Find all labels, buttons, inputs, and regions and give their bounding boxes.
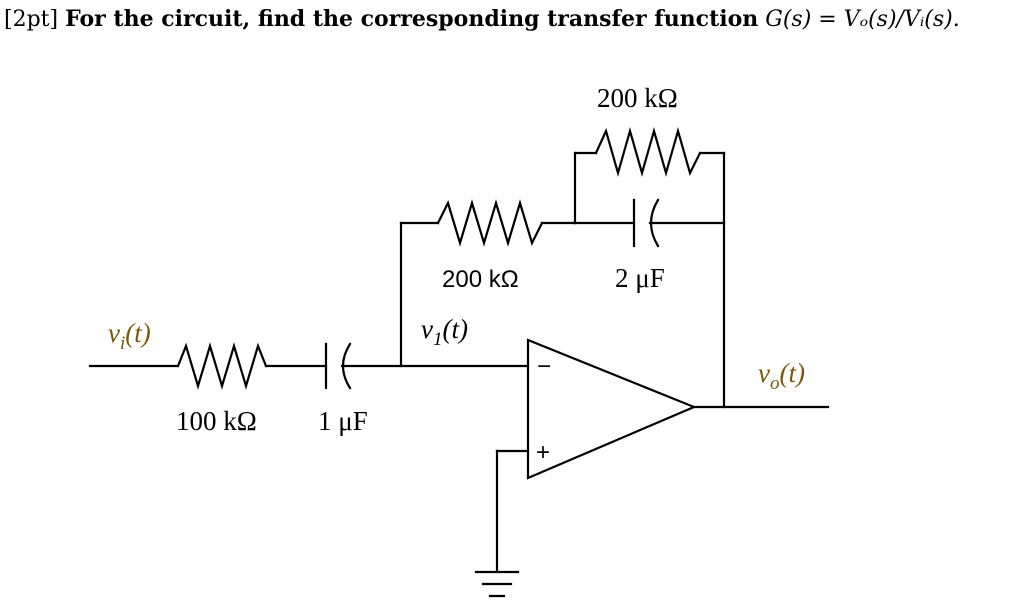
parallel-capacitor-label: 2 μF (615, 263, 665, 293)
input-resistor (176, 342, 268, 390)
node-signal-label: v1(t) (421, 314, 468, 350)
output-signal-label: vo(t) (758, 358, 805, 394)
parallel-resistor (594, 126, 702, 178)
opamp-triangle (526, 338, 697, 480)
question-statement: For the circuit, find the corresponding … (65, 6, 759, 32)
feedback-resistor (436, 199, 544, 247)
input-resistor-label: 100 kΩ (176, 406, 257, 436)
question-points: [2pt] (4, 7, 59, 32)
transfer-function-formula: G(s) = Vₒ(s)/Vᵢ(s). (765, 7, 960, 32)
question-text: [2pt] For the circuit, find the correspo… (4, 6, 1020, 32)
input-signal-label: vi(t) (108, 318, 151, 354)
input-capacitor-label: 1 μF (318, 406, 368, 436)
feedback-resistor-label: 200 kΩ (442, 266, 519, 293)
opamp-plus-sign: + (536, 439, 550, 466)
parallel-resistor-label: 200 kΩ (597, 83, 678, 113)
opamp-minus-sign: − (537, 353, 551, 380)
